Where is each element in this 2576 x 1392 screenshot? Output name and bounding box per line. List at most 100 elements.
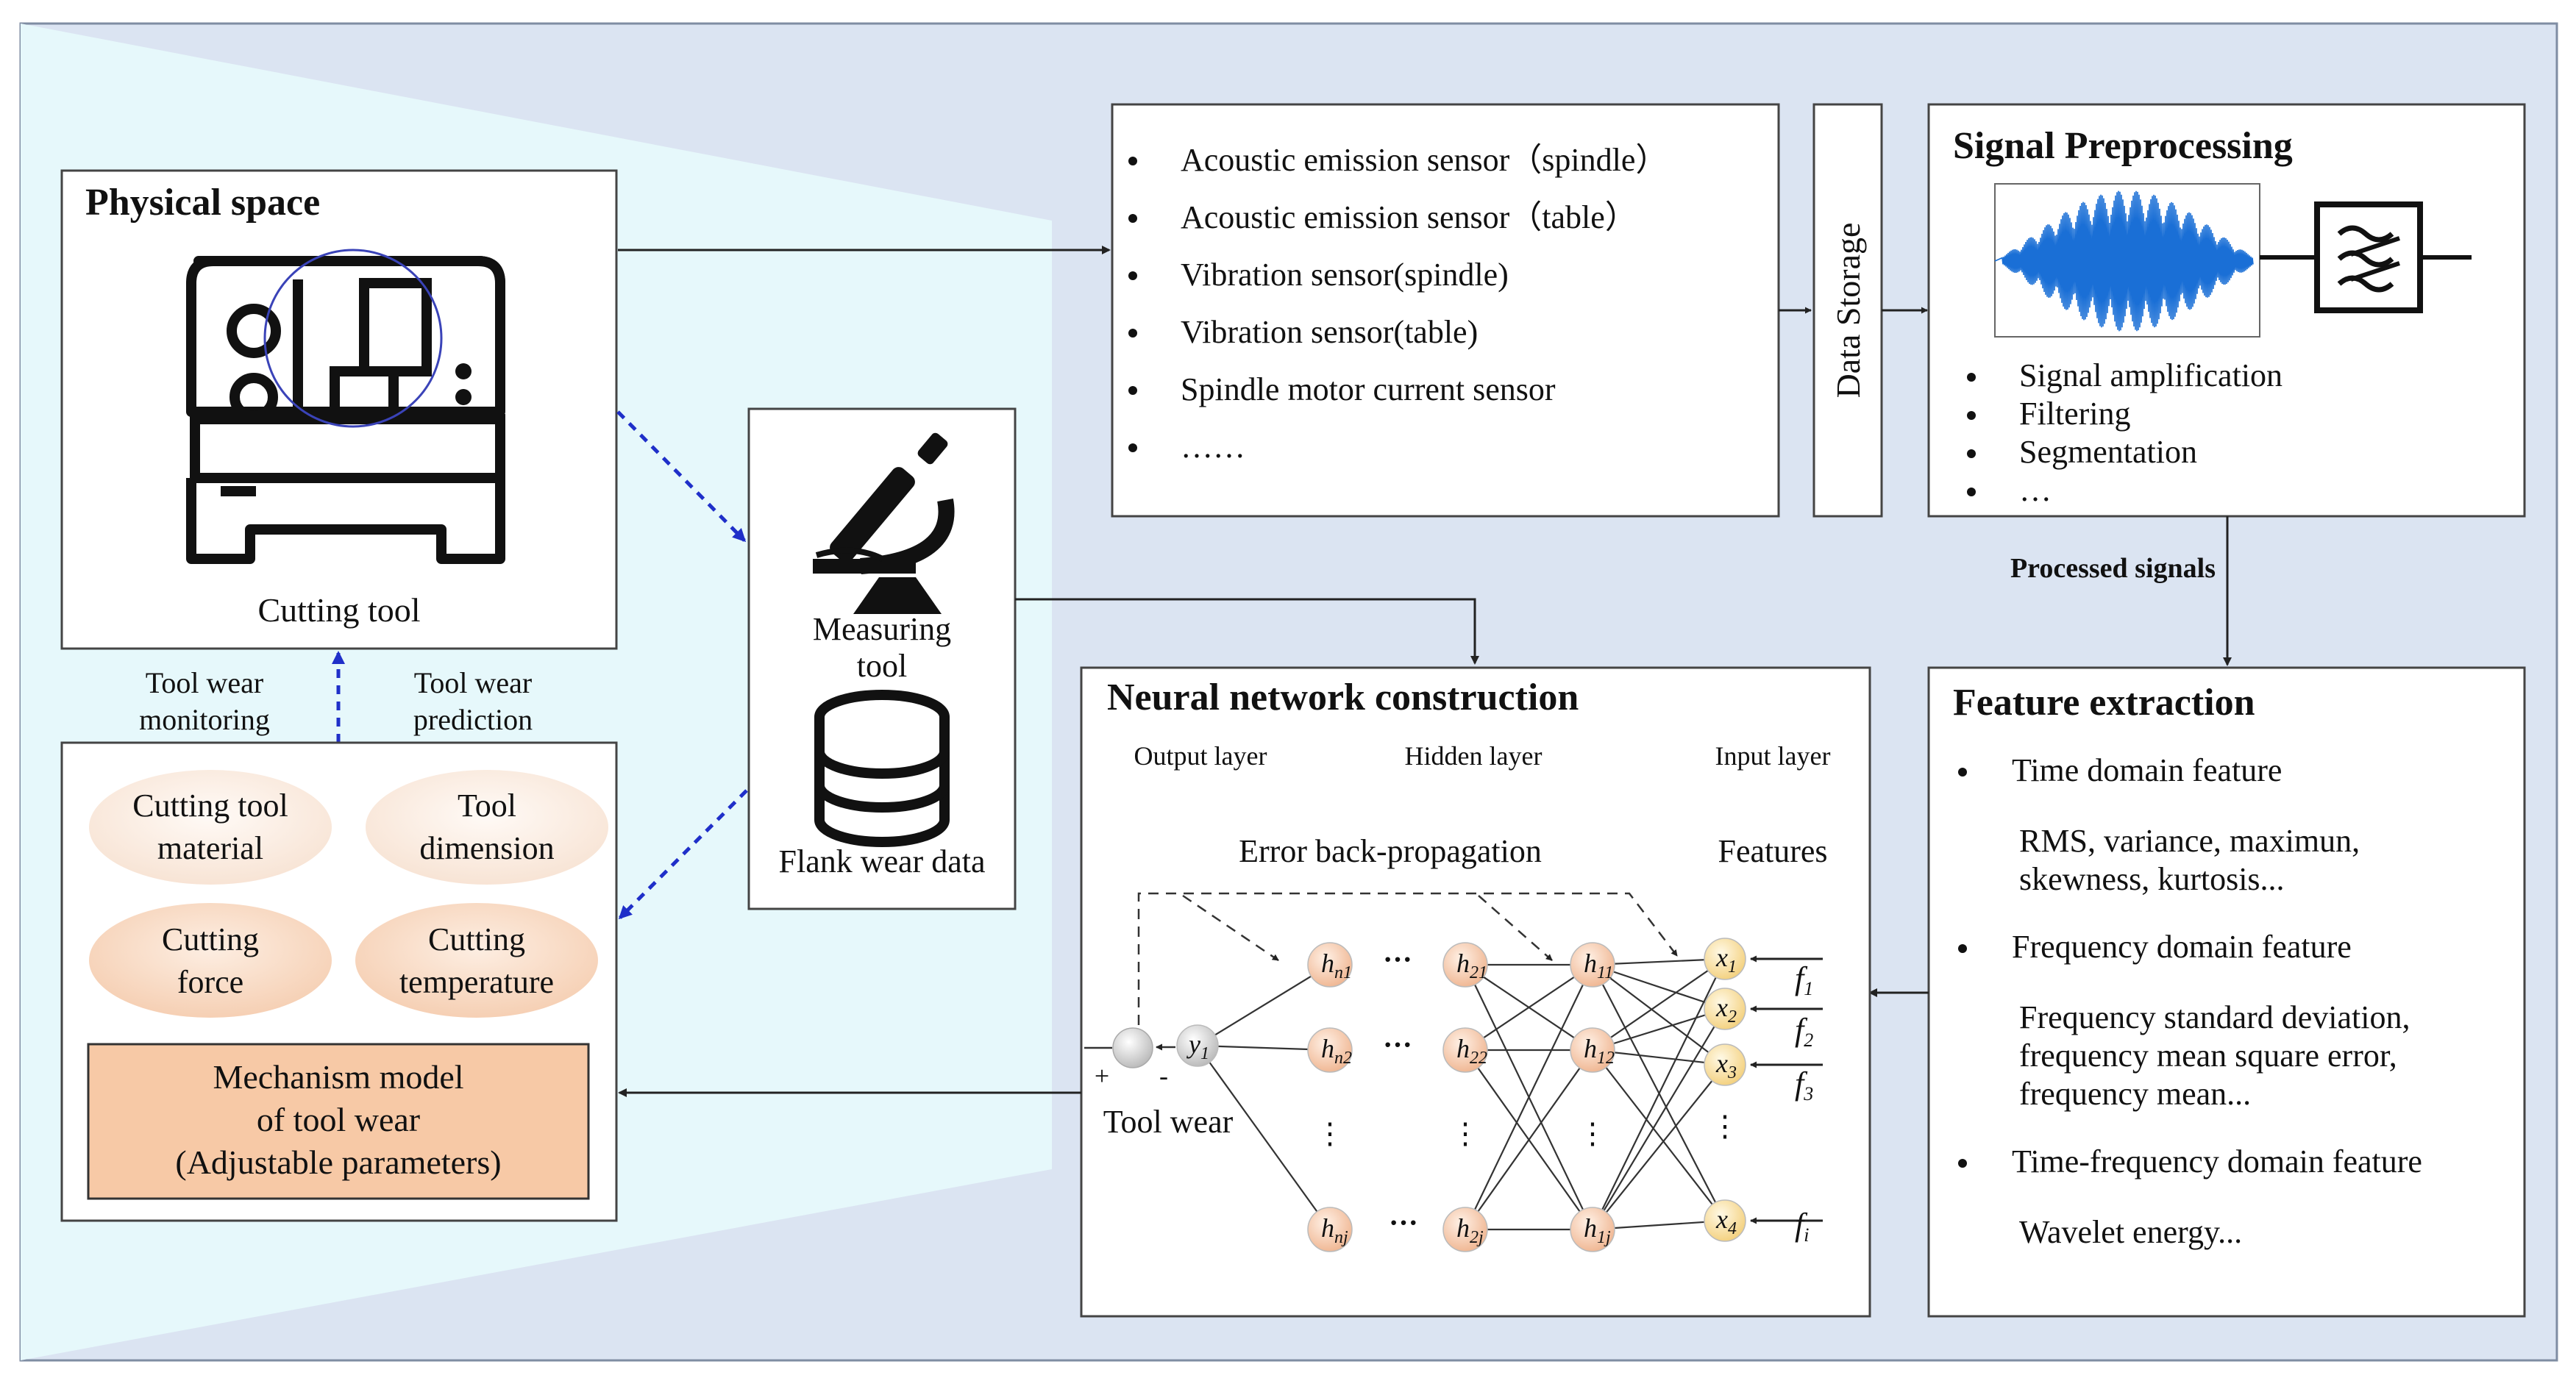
mechanism-model-line2: of tool wear (257, 1101, 420, 1138)
connection (1592, 958, 1726, 1230)
param-ellipse-material (89, 770, 332, 885)
feature-bullet (1958, 768, 1967, 777)
filter-icon (2314, 201, 2423, 313)
connection (1465, 964, 1593, 1051)
cnc-machine-icon (186, 249, 505, 564)
feature-detail: Frequency standard deviation, (2019, 999, 2410, 1035)
param-dimension-line2: dimension (419, 830, 554, 866)
measuring-tool-box: Measuring tool Flank wear data (747, 407, 1017, 910)
sensor-list-box: Acoustic emission sensor（spindle）Acousti… (1111, 103, 1780, 518)
input-layer-label: Input layer (1715, 741, 1831, 771)
ellipsis-horizontal: ··· (1383, 1028, 1412, 1061)
mechanism-model-line3: (Adjustable parameters) (175, 1143, 501, 1181)
param-material-line2: material (157, 830, 263, 866)
plus-sign: + (1095, 1061, 1109, 1091)
hidden-node-11: h11 (1570, 942, 1615, 988)
minus-sign: - (1159, 1061, 1168, 1091)
hidden-node-12: h12 (1570, 1027, 1615, 1073)
preprocessing-item: … (2019, 472, 2052, 508)
connection (1592, 964, 1726, 1066)
ellipsis-vertical: ⋮ (1315, 1117, 1345, 1150)
input-node-1: x1 (1704, 938, 1746, 980)
sensor-bullet (1128, 329, 1137, 338)
sensor-item: Acoustic emission sensor（spindle） (1181, 142, 1668, 178)
preprocessing-item: Signal amplification (2019, 357, 2283, 393)
preprocessing-item: Filtering (2019, 396, 2131, 432)
param-ellipse-dimension (366, 770, 608, 885)
input-node-4: x4 (1704, 1199, 1746, 1242)
mechanism-model-inner (87, 1043, 590, 1200)
output-node-y: y1 (1176, 1024, 1219, 1067)
sensor-bullet (1128, 443, 1137, 452)
preprocessing-bullet (1967, 488, 1976, 496)
preprocessing-item: Segmentation (2019, 434, 2197, 470)
backprop-dashed-lines (1137, 892, 1678, 1043)
input-node-2-label: x2 (1715, 993, 1737, 1027)
mechanism-model-box: Cutting tool material Tool dimension Cut… (60, 741, 618, 1222)
feature-detail: skewness, kurtosis... (2019, 861, 2285, 897)
physical-space-box: Physical space Cutting tool (60, 169, 618, 650)
input-node-2: x2 (1704, 988, 1746, 1030)
tool-wear-monitoring-label-2: monitoring (139, 703, 270, 736)
connection (1465, 964, 1593, 1230)
hidden-node-n2: hn2 (1307, 1027, 1353, 1073)
features-label: Features (1718, 833, 1827, 869)
sensor-bullet (1128, 157, 1137, 165)
processed-signals-label: Processed signals (2010, 553, 2216, 584)
param-temperature-line2: temperature (399, 964, 554, 1000)
feature-extraction-box: Feature extraction Time domain featureRM… (1927, 666, 2526, 1318)
microscope-icon (813, 432, 955, 614)
connection (1197, 1045, 1331, 1230)
feature-detail: frequency mean... (2019, 1076, 2251, 1112)
sum-node (1112, 1027, 1153, 1068)
ellipsis-horizontal: ··· (1389, 1206, 1418, 1239)
ellipsis-vertical: ⋮ (1451, 1117, 1480, 1150)
param-force-line1: Cutting (162, 921, 259, 957)
physical-space-title: Physical space (85, 182, 320, 224)
tool-wear-prediction-label-1: Tool wear (414, 666, 532, 699)
measuring-to-mechanism-dashed-arrow (618, 789, 748, 920)
connection (1592, 958, 1726, 1051)
hidden-node-22-label: h22 (1456, 1034, 1487, 1068)
feature-bullet (1958, 944, 1967, 953)
feature-extraction-title: Feature extraction (1953, 682, 2255, 724)
param-ellipse-temperature (355, 903, 598, 1018)
sensor-item: Vibration sensor(spindle) (1181, 257, 1509, 293)
neural-network-box: Neural network construction Output layer… (1080, 666, 1871, 1318)
data-storage-label: Data Storage (1829, 223, 1867, 399)
feature-heading: Frequency domain feature (2012, 929, 2352, 965)
ellipsis-vertical: ⋮ (1578, 1117, 1607, 1150)
database-icon (814, 690, 950, 847)
tool-wear-monitoring-label-1: Tool wear (146, 666, 263, 699)
output-layer-label: Output layer (1134, 741, 1267, 771)
param-material-line1: Cutting tool (132, 788, 288, 824)
signal-preprocessing-title: Signal Preprocessing (1953, 125, 2293, 167)
param-temperature-line1: Cutting (428, 921, 525, 957)
hidden-node-22: h22 (1442, 1027, 1488, 1073)
feature-detail: Wavelet energy... (2019, 1214, 2242, 1250)
hidden-layer-label: Hidden layer (1405, 741, 1543, 771)
sensor-bullet (1128, 271, 1137, 280)
data-storage-box: Data Storage (1812, 103, 1883, 518)
sensor-item: Spindle motor current sensor (1181, 371, 1556, 407)
hidden-node-2j: h2j (1442, 1207, 1488, 1252)
preprocessing-bullet (1967, 449, 1976, 458)
connection (1592, 1049, 1726, 1221)
preprocessing-bullet (1967, 373, 1976, 382)
param-dimension-line1: Tool (458, 788, 516, 824)
tool-wear-prediction-label-2: prediction (413, 703, 533, 736)
sensor-item: …… (1181, 429, 1245, 465)
param-force-line2: force (177, 964, 243, 1000)
tool-wear-output-label: Tool wear (1103, 1104, 1234, 1140)
measuring-to-network-arrow (1015, 598, 1479, 665)
preprocessing-bullet (1967, 411, 1976, 420)
neural-network-title: Neural network construction (1107, 677, 1579, 718)
connection (1592, 1064, 1726, 1230)
feature-heading: Time domain feature (2012, 752, 2282, 788)
ellipsis-vertical: ⋮ (1710, 1110, 1740, 1143)
hidden-node-21: h21 (1442, 942, 1488, 988)
sensor-bullet (1128, 386, 1137, 395)
hidden-node-n1: hn1 (1307, 942, 1353, 988)
sensor-bullet (1128, 214, 1137, 223)
